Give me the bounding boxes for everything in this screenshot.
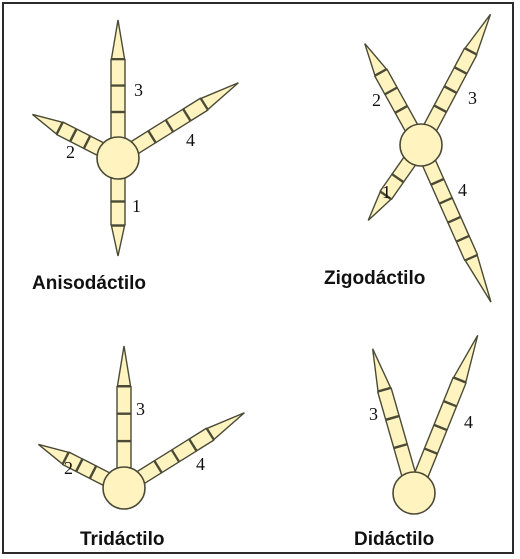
toe-number: 3 bbox=[468, 88, 477, 108]
toe-number: 4 bbox=[186, 130, 195, 150]
toe-3 bbox=[117, 346, 131, 468]
toe-2 bbox=[359, 40, 418, 131]
toe-number: 1 bbox=[382, 182, 391, 202]
toe-claw bbox=[201, 77, 242, 109]
toe-number: 2 bbox=[64, 458, 73, 478]
toe-segment bbox=[444, 378, 466, 406]
toe-claw bbox=[118, 346, 131, 386]
toe-claw bbox=[359, 40, 386, 75]
toe-claw bbox=[112, 226, 125, 256]
toe-segment bbox=[425, 425, 447, 453]
toe-segment bbox=[111, 113, 125, 139]
toe-number: 4 bbox=[464, 412, 473, 432]
toe-3 bbox=[424, 11, 496, 131]
foot-tridactilo: 2 3 4 bbox=[35, 346, 248, 509]
foot-pad bbox=[393, 472, 435, 514]
toe-claw bbox=[454, 333, 484, 382]
foot-pad bbox=[97, 137, 139, 179]
toe-number: 4 bbox=[196, 454, 205, 474]
toe-number: 3 bbox=[369, 404, 378, 424]
foot-pad bbox=[400, 124, 442, 166]
toe-claw bbox=[465, 11, 496, 54]
toe-segment bbox=[394, 445, 415, 476]
toe-claw bbox=[465, 255, 496, 304]
foot-pad bbox=[103, 467, 145, 509]
toe-segment bbox=[111, 202, 125, 225]
toe-segment bbox=[117, 414, 131, 440]
toe-4 bbox=[415, 333, 484, 477]
foot-zigodactilo: 1 2 3 4 bbox=[359, 11, 498, 305]
label-anisodactilo: Anisodáctilo bbox=[32, 273, 146, 294]
toe-1 bbox=[111, 178, 125, 256]
toe-segment bbox=[434, 402, 456, 430]
toe-3 bbox=[111, 20, 125, 138]
toe-claw bbox=[207, 407, 248, 439]
foot-anisodactilo: 1 2 3 4 bbox=[29, 20, 242, 256]
toe-segment bbox=[111, 60, 125, 86]
toe-number: 3 bbox=[136, 399, 145, 419]
toe-number: 2 bbox=[372, 90, 381, 110]
toe-number: 1 bbox=[132, 196, 141, 216]
label-didactilo: Didáctilo bbox=[354, 529, 434, 550]
toe-segment bbox=[378, 388, 399, 419]
toe-segment bbox=[117, 442, 131, 468]
toe-claw bbox=[112, 20, 125, 59]
toe-segment bbox=[386, 416, 407, 447]
label-zigodactilo: Zigodáctilo bbox=[324, 268, 425, 289]
toe-4 bbox=[137, 407, 248, 484]
toe-segment bbox=[111, 86, 125, 112]
toe-segment bbox=[117, 387, 131, 413]
toe-segment bbox=[111, 178, 125, 201]
toe-claw bbox=[30, 109, 63, 134]
toe-number: 4 bbox=[458, 180, 467, 200]
label-tridactilo: Tridáctilo bbox=[80, 529, 164, 550]
toe-claw bbox=[366, 347, 390, 391]
toe-number: 3 bbox=[134, 80, 143, 100]
toe-number: 2 bbox=[66, 142, 75, 162]
